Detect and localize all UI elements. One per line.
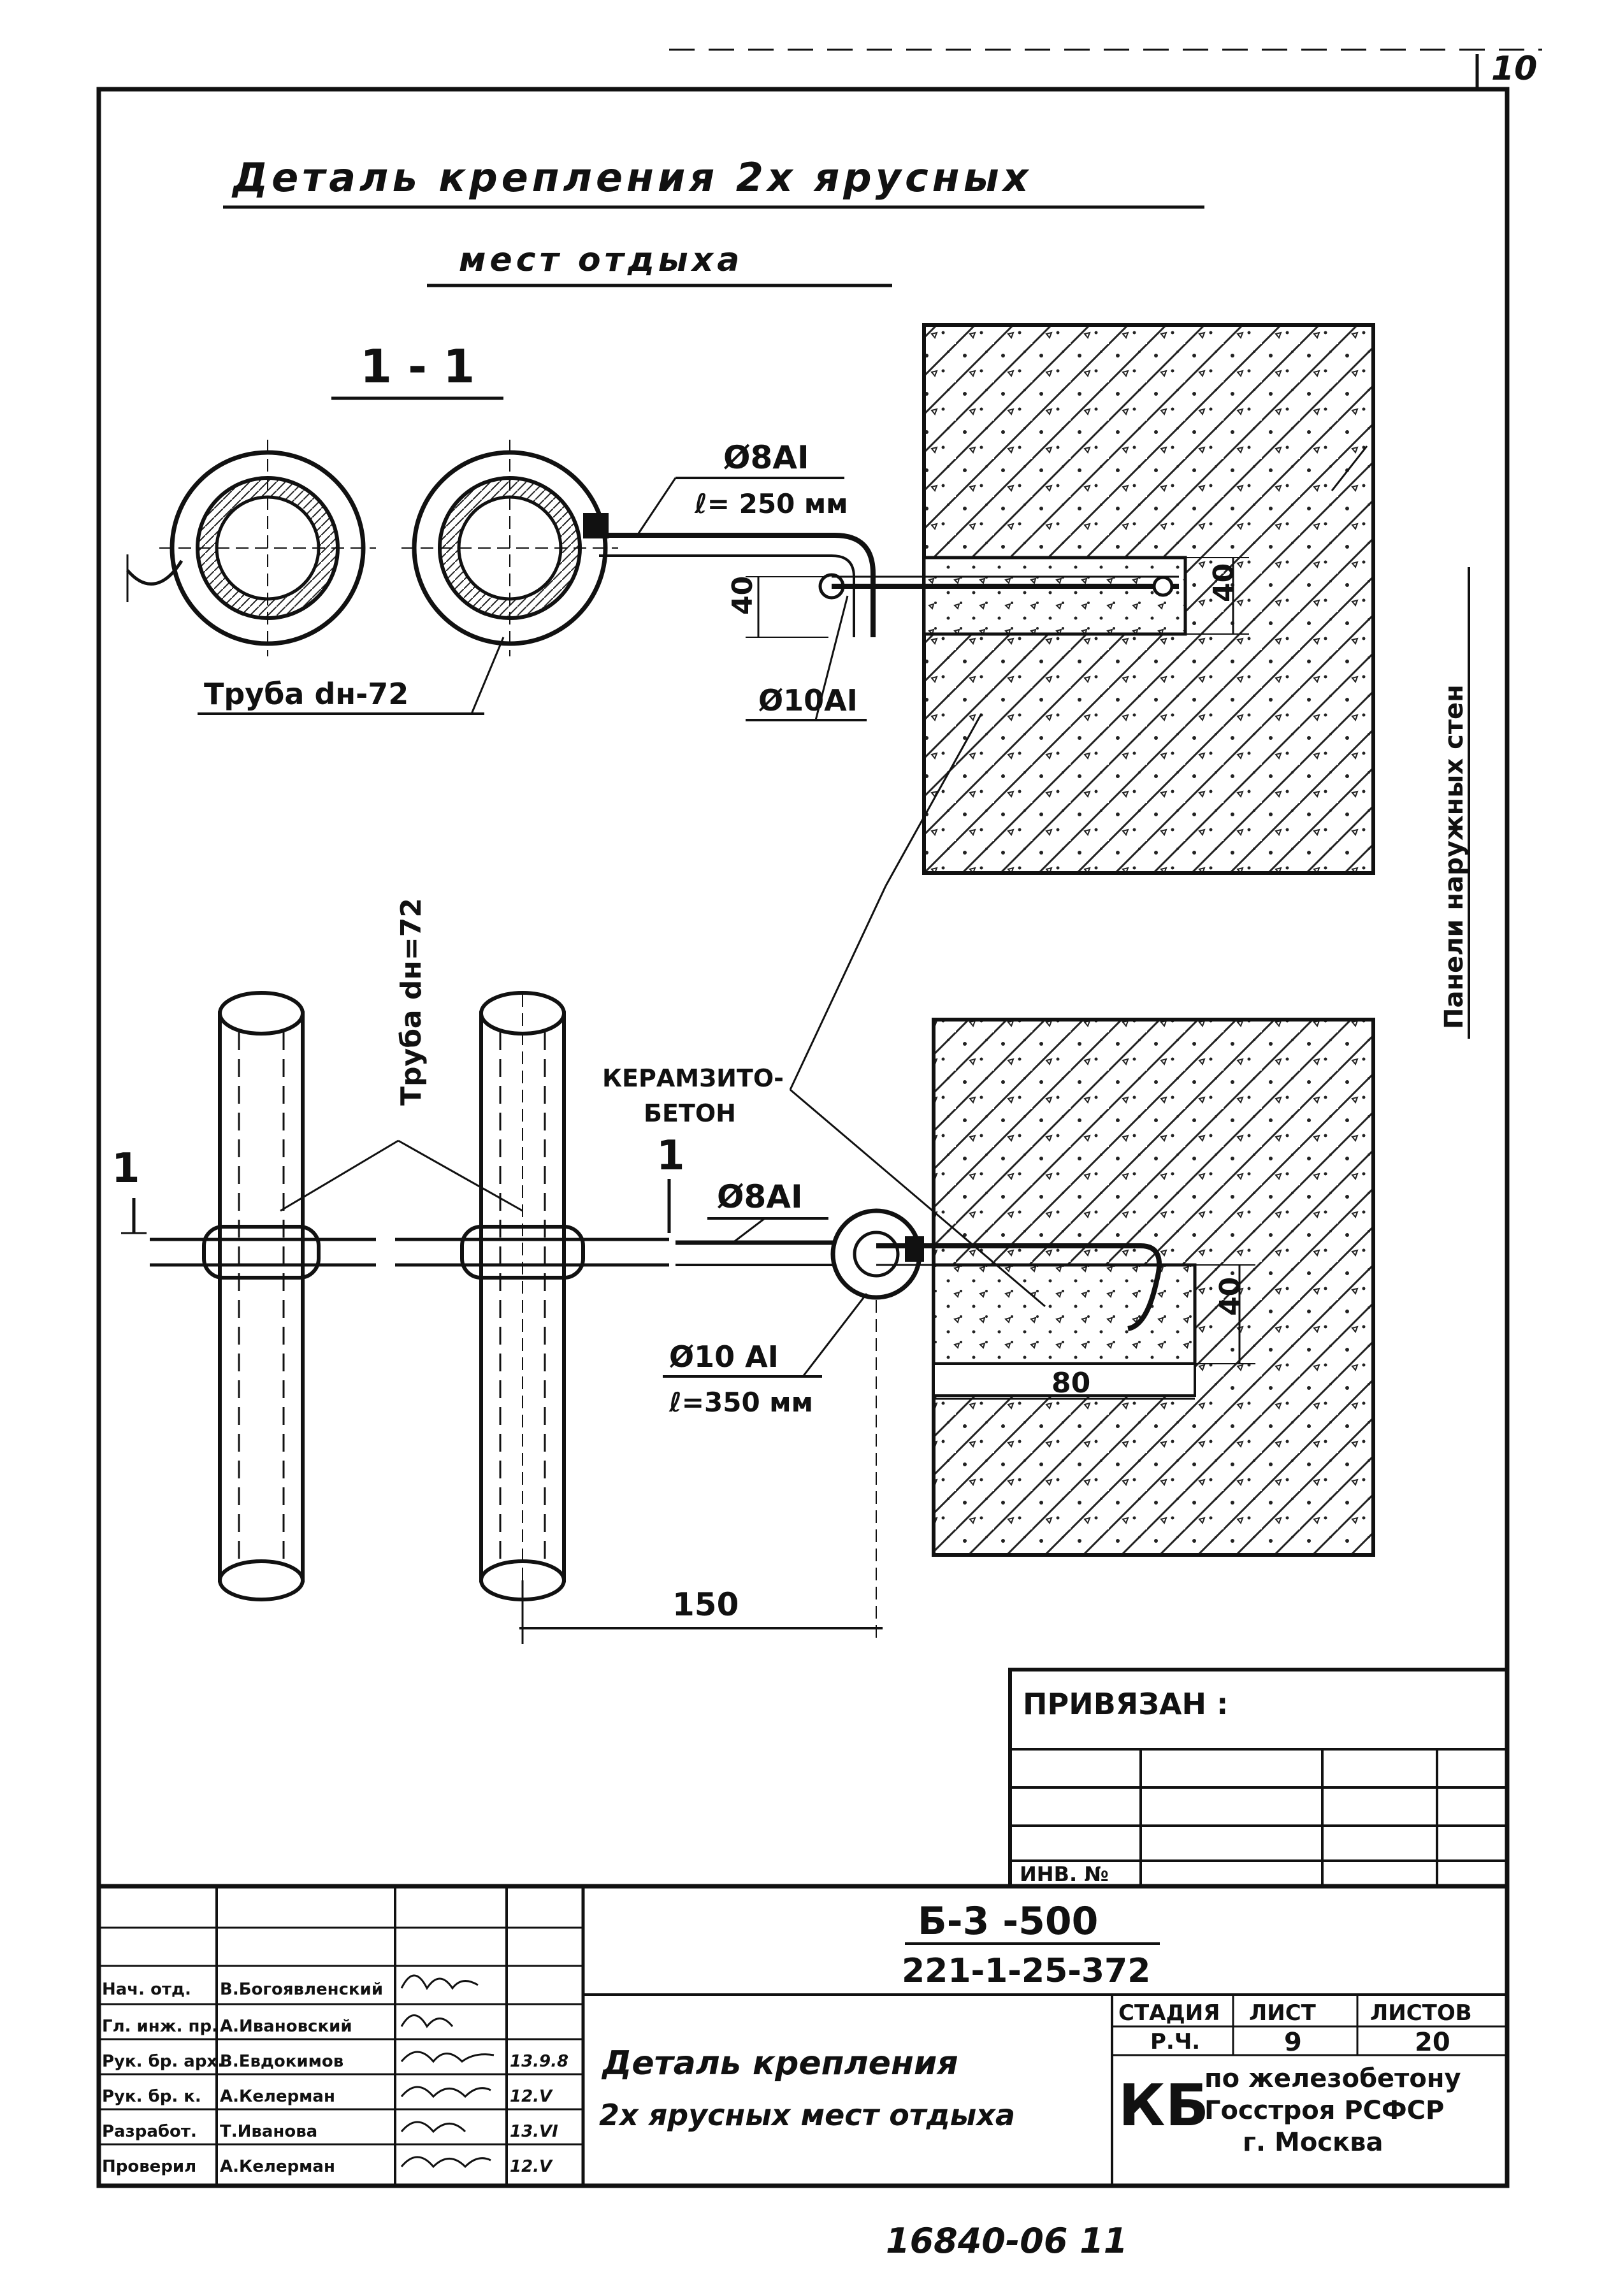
org-line-3: г. Москва xyxy=(1243,2128,1383,2157)
staff-date-5: 12.V xyxy=(510,2157,553,2176)
rod8-label: Ø8AI xyxy=(723,439,809,476)
staff-name-4: Т.Иванова xyxy=(220,2122,317,2141)
signatures xyxy=(400,1974,495,2169)
cut-mark-right: 1 xyxy=(656,1132,685,1180)
footer: 16840-06 11 xyxy=(886,2221,1127,2261)
staff-name-1: А.Ивановский xyxy=(220,2017,352,2036)
staff-role-3: Рук. бр. к. xyxy=(102,2087,201,2106)
dim-150: 150 xyxy=(672,1586,739,1623)
cut-marks: 1 1 xyxy=(112,1132,685,1234)
rod-d8-section xyxy=(599,533,1179,637)
dim-40-b: 40 xyxy=(1208,563,1240,602)
org-mark: КБ xyxy=(1118,2072,1209,2139)
callouts-plan: Труба dн=72 КЕРАМЗИТО- БЕТОН Ø8AI Ø10 AI… xyxy=(280,445,1470,1418)
dims-plan: 40 80 150 xyxy=(519,1264,1255,1644)
sheet-header: ЛИСТ xyxy=(1249,2000,1317,2026)
section-label-1-1: 1 - 1 xyxy=(331,340,503,400)
dims-section: 40 40 xyxy=(726,557,1249,638)
staff-role-5: Проверил xyxy=(102,2157,196,2176)
staff-name-5: А.Келерман xyxy=(220,2157,335,2176)
clamp-bar-plan xyxy=(150,1208,1162,1331)
rod8-label-plan: Ø8AI xyxy=(717,1178,803,1215)
title-line-2: мест отдыха xyxy=(459,241,743,279)
drawing-code-2: 221-1-25-372 xyxy=(902,1952,1150,1990)
staff-name-0: В.Богоявленский xyxy=(220,1980,383,1999)
dim-40-c: 40 xyxy=(1214,1277,1246,1316)
pipe-plan-right xyxy=(479,991,566,1606)
inventory-label: ИНВ. № xyxy=(1020,1862,1109,1886)
drawing-title: Деталь крепления 2х ярусных мест отдыха xyxy=(223,154,1204,287)
org-line-2: Госстроя РСФСР xyxy=(1204,2096,1444,2125)
staff-role-4: Разработ. xyxy=(102,2122,197,2141)
cut-mark-left: 1 xyxy=(112,1145,140,1192)
pipe-label-top: Труба dн-72 xyxy=(204,677,408,711)
rod10-label-plan: Ø10 AI xyxy=(669,1339,779,1374)
sheets-header: ЛИСТОВ xyxy=(1370,2000,1472,2026)
pipe-plan-left xyxy=(218,991,305,1601)
title-block xyxy=(96,1884,1510,2188)
dim-80: 80 xyxy=(1051,1367,1090,1399)
drawing-code-1: Б-3 -500 xyxy=(918,1899,1098,1944)
pipe-section-right xyxy=(401,440,618,656)
stage-value: Р.Ч. xyxy=(1150,2029,1200,2054)
sheet-number: 10 xyxy=(1491,50,1537,88)
staff-date-3: 12.V xyxy=(510,2087,553,2106)
drawing-title-2: 2х ярусных мест отдыха xyxy=(599,2098,1015,2132)
staff-name-3: А.Келерман xyxy=(220,2087,335,2106)
binding-title: ПРИВЯЗАН : xyxy=(1023,1687,1228,1721)
panels-label: Панели наружных стен xyxy=(1440,684,1469,1029)
staff-date-4: 13.VI xyxy=(510,2122,558,2141)
footer-number: 16840-06 11 xyxy=(886,2221,1127,2261)
staff-role-1: Гл. инж. пр. xyxy=(102,2017,218,2036)
org-line-1: по железобетону xyxy=(1204,2064,1461,2093)
binding-block: ПРИВЯЗАН : ИНВ. № xyxy=(1008,1668,1509,1888)
title-line-1: Деталь крепления 2х ярусных xyxy=(231,154,1032,201)
stage-header: СТАДИЯ xyxy=(1118,2000,1220,2026)
pipe-label-vertical: Труба dн=72 xyxy=(395,898,428,1106)
sheets-value: 20 xyxy=(1415,2028,1450,2057)
rod10-length-plan: ℓ=350 мм xyxy=(668,1387,813,1418)
rod10-label: Ø10AI xyxy=(758,683,858,718)
pipe-section-left xyxy=(126,440,376,656)
keramzit-label-1: КЕРАМЗИТО- xyxy=(602,1064,784,1092)
staff-date-2: 13.9.8 xyxy=(510,2052,568,2071)
callouts-section: Ø8AI ℓ= 250 мм Ø10AI Труба dн-72 xyxy=(198,439,867,721)
keramzit-label-2: БЕТОН xyxy=(644,1099,736,1127)
stamp-text: Б-3 -500 221-1-25-372 Деталь крепления 2… xyxy=(599,1899,1472,2157)
staff-table: Нач. отд. В.Богоявленский Гл. инж. пр. А… xyxy=(102,1980,568,2176)
staff-role-2: Рук. бр. арх. xyxy=(102,2052,224,2071)
staff-name-2: В.Евдокимов xyxy=(220,2052,343,2071)
rod8-length: ℓ= 250 мм xyxy=(694,488,848,519)
staff-role-0: Нач. отд. xyxy=(102,1980,191,1999)
drawing-title-1: Деталь крепления xyxy=(601,2044,958,2083)
section-label: 1 - 1 xyxy=(360,340,475,393)
sheet-value: 9 xyxy=(1284,2028,1302,2057)
wall-panel-top xyxy=(922,323,1375,875)
dim-40-a: 40 xyxy=(726,576,759,615)
